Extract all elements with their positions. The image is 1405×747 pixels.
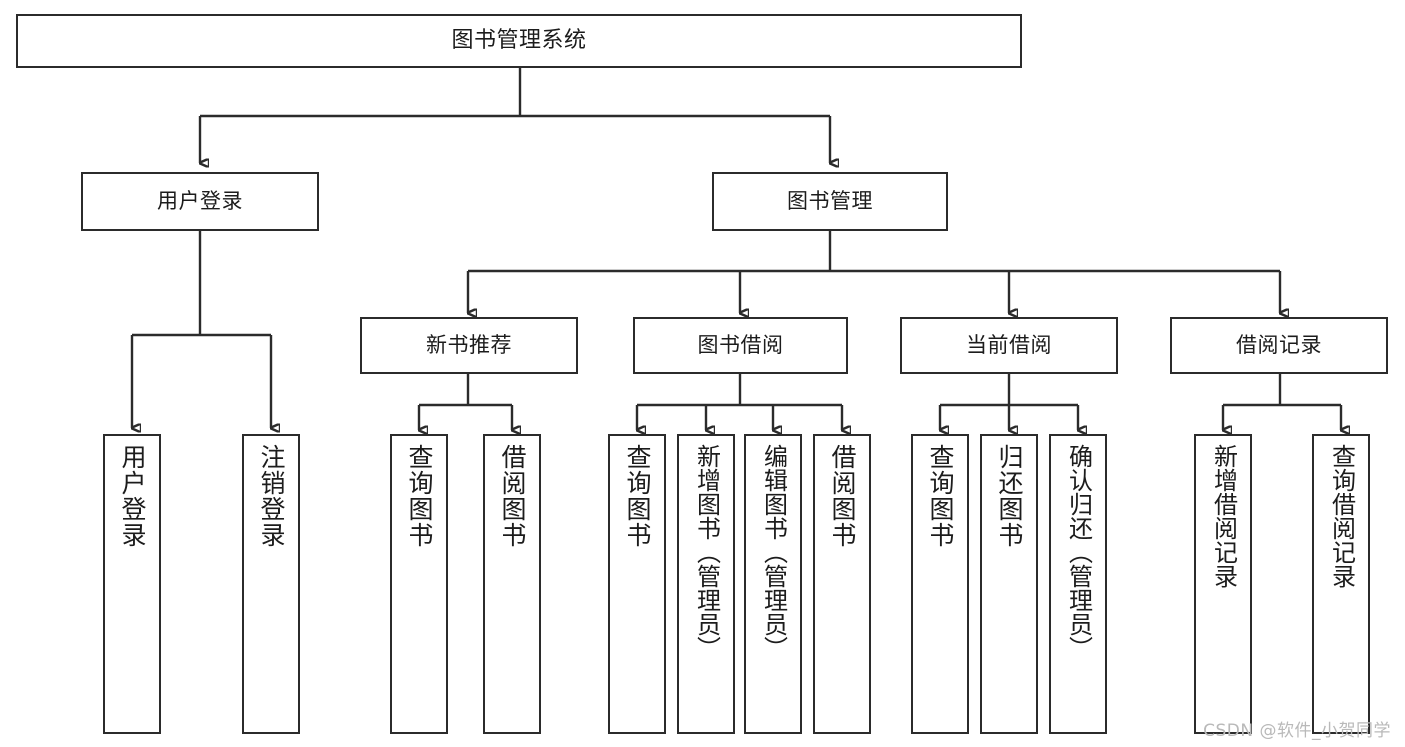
node-leaf-query-book-recommend-label: 查询图书: [405, 444, 434, 548]
node-leaf-query-book-recommend[interactable]: 查询图书: [390, 434, 448, 734]
node-new-book-recommend[interactable]: 新书推荐: [360, 317, 578, 374]
node-current-borrow[interactable]: 当前借阅: [900, 317, 1118, 374]
node-leaf-query-book-current-label: 查询图书: [926, 444, 955, 548]
node-book-management[interactable]: 图书管理: [712, 172, 948, 231]
node-login-label: 用户登录: [157, 189, 243, 214]
node-borrow-record[interactable]: 借阅记录: [1170, 317, 1388, 374]
node-leaf-add-book-label: 新增图书（管理员）: [692, 444, 721, 660]
node-leaf-query-borrow-record-label: 查询借阅记录: [1327, 444, 1356, 588]
node-leaf-confirm-return-label: 确认归还（管理员）: [1064, 444, 1093, 660]
node-root-label: 图书管理系统: [451, 28, 587, 54]
csdn-watermark: CSDN @软件_小贺同学: [1203, 721, 1391, 741]
node-leaf-edit-book[interactable]: 编辑图书（管理员）: [744, 434, 802, 734]
node-leaf-confirm-return[interactable]: 确认归还（管理员）: [1049, 434, 1107, 734]
node-leaf-add-borrow-record[interactable]: 新增借阅记录: [1194, 434, 1252, 734]
node-leaf-edit-book-label: 编辑图书（管理员）: [759, 444, 788, 660]
node-borrow-record-label: 借阅记录: [1236, 333, 1322, 358]
node-book-borrow-label: 图书借阅: [697, 333, 784, 358]
node-leaf-query-book-borrow-label: 查询图书: [623, 444, 652, 548]
node-leaf-add-borrow-record-label: 新增借阅记录: [1209, 444, 1238, 588]
node-leaf-logout[interactable]: 注销登录: [242, 434, 300, 734]
node-leaf-user-login[interactable]: 用户登录: [103, 434, 161, 734]
node-new-book-recommend-label: 新书推荐: [426, 333, 512, 358]
node-leaf-logout-label: 注销登录: [257, 444, 286, 548]
node-root[interactable]: 图书管理系统: [16, 14, 1022, 68]
node-leaf-borrow-book-recommend[interactable]: 借阅图书: [483, 434, 541, 734]
node-login[interactable]: 用户登录: [81, 172, 319, 231]
node-book-borrow[interactable]: 图书借阅: [633, 317, 848, 374]
node-leaf-borrow-book[interactable]: 借阅图书: [813, 434, 871, 734]
node-leaf-query-book-borrow[interactable]: 查询图书: [608, 434, 666, 734]
node-leaf-return-book-label: 归还图书: [995, 444, 1024, 548]
node-leaf-query-book-current[interactable]: 查询图书: [911, 434, 969, 734]
node-leaf-borrow-book-recommend-label: 借阅图书: [498, 444, 527, 548]
node-leaf-return-book[interactable]: 归还图书: [980, 434, 1038, 734]
node-leaf-add-book[interactable]: 新增图书（管理员）: [677, 434, 735, 734]
node-current-borrow-label: 当前借阅: [966, 333, 1052, 358]
node-leaf-borrow-book-label: 借阅图书: [828, 444, 857, 548]
node-book-management-label: 图书管理: [787, 189, 873, 214]
node-leaf-user-login-label: 用户登录: [118, 444, 147, 548]
node-leaf-query-borrow-record[interactable]: 查询借阅记录: [1312, 434, 1370, 734]
